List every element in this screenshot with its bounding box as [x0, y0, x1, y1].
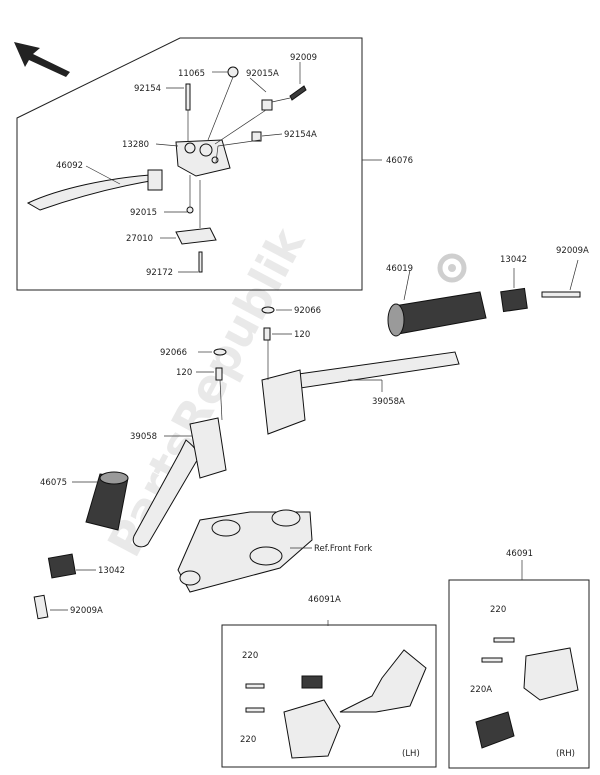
small-parts-top — [175, 66, 307, 273]
label-92154a: 92154A — [284, 130, 317, 140]
label-46091a: 46091A — [308, 595, 341, 605]
lever-assembly-box — [16, 37, 363, 291]
label-13042-right: 13042 — [500, 255, 527, 265]
label-92154: 92154 — [134, 84, 161, 94]
bolts — [213, 306, 275, 381]
rh-switch-box — [448, 579, 590, 769]
label-120-b: 120 — [176, 368, 192, 378]
label-rh: (RH) — [556, 749, 575, 759]
bar-ends — [33, 287, 581, 620]
label-13042-left: 13042 — [98, 566, 125, 576]
label-92066-b: 92066 — [160, 348, 187, 358]
label-46076: 46076 — [386, 156, 413, 166]
label-92066-a: 92066 — [294, 306, 321, 316]
label-92172: 92172 — [146, 268, 173, 278]
gear-logo-icon — [437, 253, 467, 283]
label-46019: 46019 — [386, 264, 413, 274]
label-39058a: 39058A — [372, 397, 405, 407]
label-220a: 220A — [470, 685, 492, 695]
fork-clamp — [177, 509, 313, 593]
label-46075: 46075 — [40, 478, 67, 488]
clutch-lever — [26, 169, 163, 211]
label-92015a: 92015A — [246, 69, 279, 79]
label-lh: (LH) — [402, 749, 420, 759]
handlebar-leaders — [50, 259, 579, 611]
label-ref-front-fork: Ref.Front Fork — [314, 544, 372, 554]
label-220-rh: 220 — [490, 605, 506, 615]
label-11065: 11065 — [178, 69, 205, 79]
label-220-lh-2: 220 — [240, 735, 256, 745]
grip-left — [85, 471, 129, 531]
rh-switch-housing — [475, 560, 579, 749]
label-39058: 39058 — [130, 432, 157, 442]
label-46091: 46091 — [506, 549, 533, 559]
label-120-a: 120 — [294, 330, 310, 340]
label-92009a-right: 92009A — [556, 246, 589, 256]
lh-switch-housing — [245, 620, 427, 759]
label-220-lh-1: 220 — [242, 651, 258, 661]
label-92015: 92015 — [130, 208, 157, 218]
grip-right — [387, 291, 487, 337]
lh-switch-box — [221, 624, 437, 768]
lever-leaders — [85, 62, 382, 273]
label-46092: 46092 — [56, 161, 83, 171]
label-27010: 27010 — [126, 234, 153, 244]
front-arrow-icon — [14, 42, 70, 77]
handlebar-left — [132, 417, 227, 548]
handlebar-right — [261, 351, 460, 435]
label-13280: 13280 — [122, 140, 149, 150]
lever-holder — [175, 139, 231, 177]
label-92009a-left: 92009A — [70, 606, 103, 616]
label-92009-top: 92009 — [290, 53, 317, 63]
